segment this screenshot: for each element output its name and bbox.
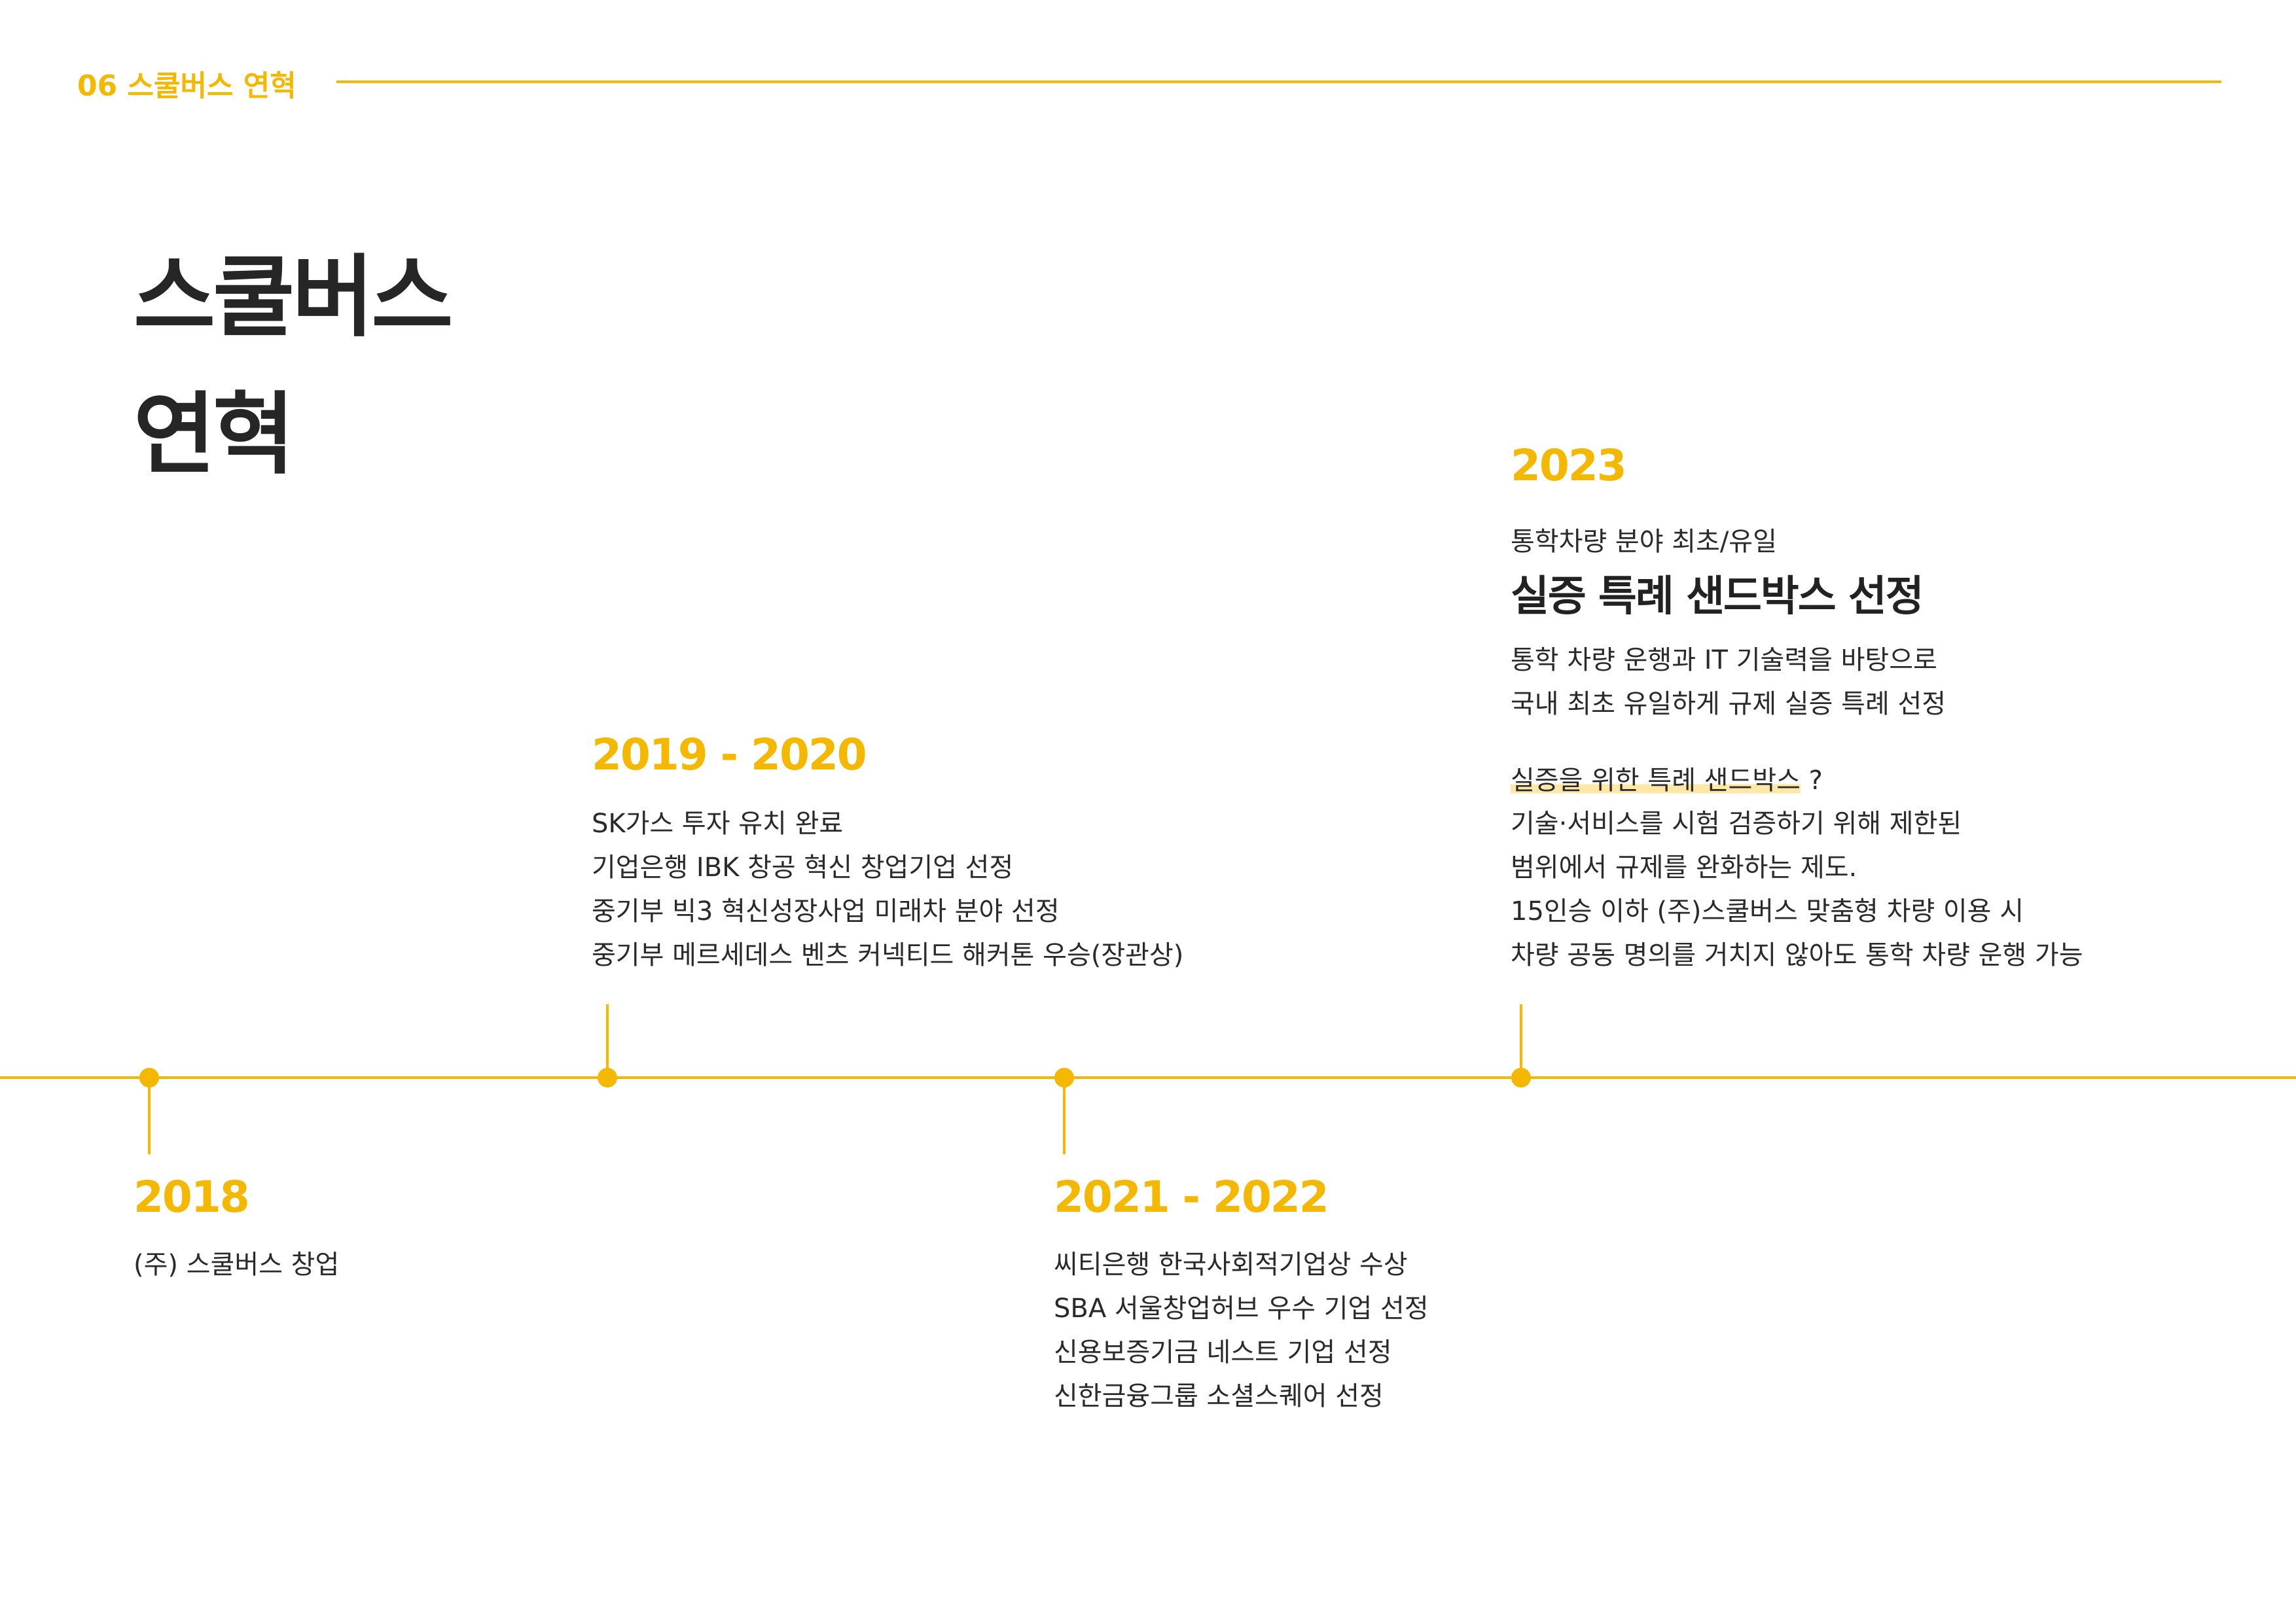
sandbox-explanation: 기술·서비스를 시험 검증하기 위해 제한된 범위에서 규제를 완화하는 제도.…: [1511, 802, 2083, 978]
list-item: 신한금융그룹 소셜스퀘어 선정: [1054, 1381, 1384, 1411]
page-title-line-2: 연혁: [134, 383, 295, 487]
timeline-axis: [0, 1076, 2296, 1079]
entry-2018-items: (주) 스쿨버스 창업: [134, 1243, 339, 1287]
entry-2023-description: 통학 차량 운행과 IT 기술력을 바탕으로 국내 최초 유일하게 규제 실증 …: [1511, 639, 1946, 726]
list-item: 중기부 메르세데스 벤츠 커넥티드 해커톤 우승(장관상): [592, 940, 1184, 970]
timeline-dot-2021-2022: [1054, 1068, 1074, 1087]
timeline-dot-2018: [139, 1068, 159, 1087]
list-item: (주) 스쿨버스 창업: [134, 1250, 340, 1280]
header-divider: [336, 80, 2221, 83]
timeline-stem-2023: [1520, 1004, 1522, 1072]
list-item: 신용보증기금 네스트 기업 선정: [1054, 1337, 1392, 1368]
year-2019-2020: 2019 - 2020: [592, 730, 867, 780]
description-line: 통학 차량 운행과 IT 기술력을 바탕으로: [1511, 645, 1937, 675]
explanation-line: 15인승 이하 (주)스쿨버스 맞춤형 차량 이용 시: [1511, 896, 2024, 927]
timeline-stem-2021-2022: [1063, 1086, 1066, 1154]
year-2018: 2018: [134, 1172, 250, 1222]
timeline-stem-2018: [148, 1086, 151, 1154]
entry-2019-2020-items: SK가스 투자 유치 완료 기업은행 IBK 창공 혁신 창업기업 선정 중기부…: [592, 802, 1183, 978]
list-item: 기업은행 IBK 창공 혁신 창업기업 선정: [592, 853, 1014, 883]
list-item: 씨티은행 한국사회적기업상 수상: [1054, 1250, 1408, 1280]
entry-2023-subtitle: 통학차량 분야 최초/유일: [1511, 527, 1777, 557]
description-line: 국내 최초 유일하게 규제 실증 특례 선정: [1511, 689, 1946, 719]
year-2021-2022: 2021 - 2022: [1054, 1172, 1329, 1222]
list-item: 중기부 빅3 혁신성장사업 미래차 분야 선정: [592, 896, 1060, 927]
timeline-stem-2019-2020: [606, 1004, 609, 1072]
sandbox-question: 실증을 위한 특례 샌드박스 ?: [1511, 762, 1823, 799]
entry-2023-highlight: 실증 특례 샌드박스 선정: [1511, 573, 1924, 621]
sandbox-question-mark: ?: [1800, 766, 1823, 796]
entry-2021-2022-items: 씨티은행 한국사회적기업상 수상 SBA 서울창업허브 우수 기업 선정 신용보…: [1054, 1243, 1429, 1419]
explanation-line: 차량 공동 명의를 거치지 않아도 통학 차량 운행 가능: [1511, 940, 2083, 970]
explanation-line: 기술·서비스를 시험 검증하기 위해 제한된: [1511, 809, 1962, 839]
section-label: 06 스쿨버스 연혁: [77, 69, 296, 103]
list-item: SBA 서울창업허브 우수 기업 선정: [1054, 1294, 1429, 1324]
explanation-line: 범위에서 규제를 완화하는 제도.: [1511, 853, 1857, 883]
year-2023: 2023: [1511, 440, 1627, 491]
list-item: SK가스 투자 유치 완료: [592, 809, 844, 839]
page-title: 스쿨버스 연혁: [134, 229, 453, 504]
sandbox-question-term: 실증을 위한 특례 샌드박스: [1511, 766, 1801, 796]
page-title-line-1: 스쿨버스: [134, 246, 453, 349]
